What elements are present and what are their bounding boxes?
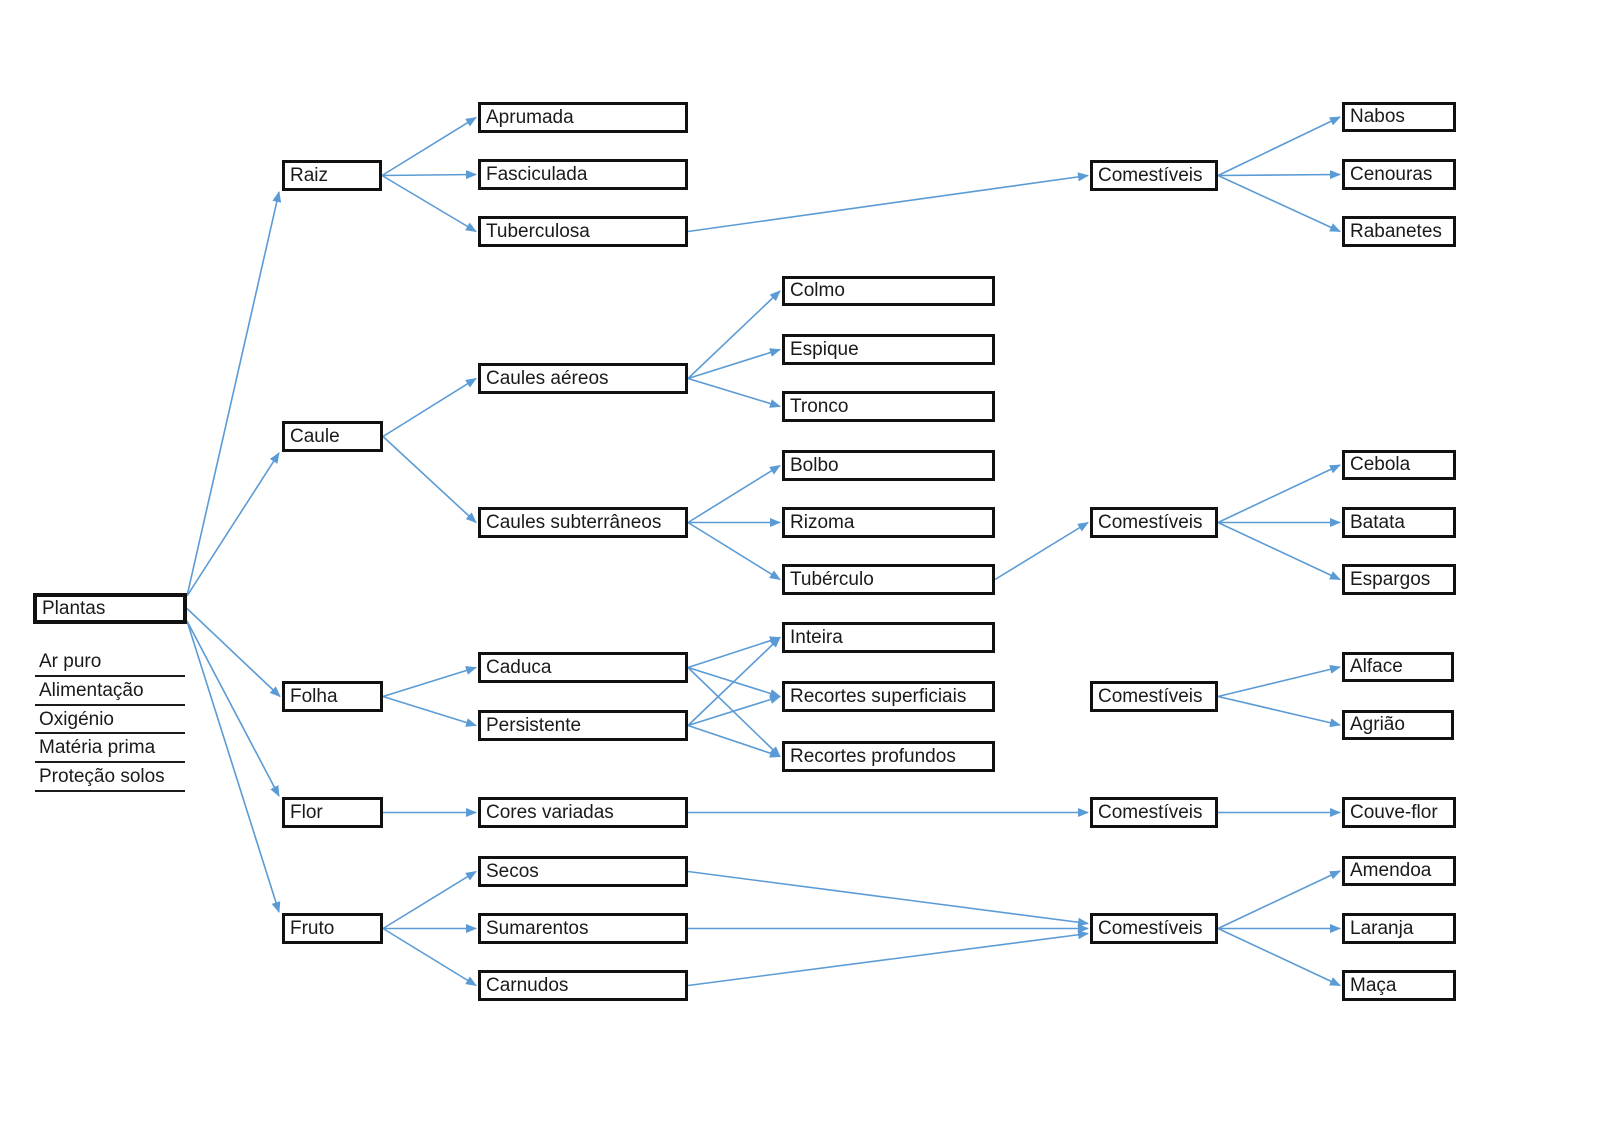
node-laranja: Laranja (1342, 913, 1456, 944)
node-amendoa: Amendoa (1342, 856, 1456, 886)
node-rizoma: Rizoma (782, 507, 995, 538)
node-comestiveis1: Comestíveis (1090, 160, 1218, 191)
node-rec_superficiais: Recortes superficiais (782, 681, 995, 712)
benefit-item: Alimentação (35, 677, 185, 706)
benefit-item: Matéria prima (35, 734, 185, 764)
edge-tuberculo-comestiveis2 (994, 521, 1089, 581)
node-tronco: Tronco (782, 391, 995, 422)
node-sumarentos: Sumarentos (478, 913, 688, 944)
edge-comestiveis1-rabanetes (1217, 174, 1341, 233)
node-bolbo: Bolbo (782, 450, 995, 481)
edge-fruto-secos (382, 870, 477, 930)
edge-comestiveis2-cebola (1217, 464, 1341, 524)
edge-caules_aereos-tronco (687, 377, 781, 408)
node-cenouras: Cenouras (1342, 159, 1456, 190)
edge-comestiveis2-espargos (1217, 521, 1341, 581)
edge-plantas-raiz (186, 191, 282, 597)
edge-comestiveis3-agriao (1217, 695, 1341, 728)
edge-plantas-caule (186, 452, 280, 597)
node-comestiveis3: Comestíveis (1090, 681, 1218, 712)
edge-caduca-inteira (687, 636, 781, 669)
node-agriao: Agrião (1342, 710, 1454, 740)
edge-caduca-rec_profundos (687, 666, 781, 758)
node-carnudos: Carnudos (478, 970, 688, 1001)
edge-persistente-rec_profundos (687, 724, 781, 758)
node-colmo: Colmo (782, 276, 995, 306)
edge-comestiveis1-nabos (1217, 116, 1341, 177)
edge-persistente-inteira (687, 636, 781, 727)
edge-raiz-tuberculosa (381, 174, 477, 233)
node-batata: Batata (1342, 507, 1456, 538)
edge-folha-persistente (382, 695, 477, 727)
edge-raiz-fasciculada (381, 170, 477, 180)
node-tuberculosa: Tuberculosa (478, 216, 688, 247)
node-cebola: Cebola (1342, 450, 1456, 480)
node-caule: Caule (282, 421, 383, 452)
edge-plantas-folha (186, 607, 281, 698)
edge-caules_aereos-colmo (687, 290, 781, 380)
node-raiz: Raiz (282, 160, 382, 191)
node-persistente: Persistente (478, 710, 688, 741)
node-espique: Espique (782, 334, 995, 365)
edge-tuberculosa-comestiveis1 (687, 172, 1089, 233)
edge-comestiveis5-maca (1217, 927, 1341, 987)
node-comestiveis2: Comestíveis (1090, 507, 1218, 538)
edge-fruto-carnudos (382, 927, 477, 987)
edge-folha-caduca (382, 666, 477, 698)
edge-plantas-flor (186, 620, 280, 797)
benefit-item: Oxigénio (35, 706, 185, 735)
node-nabos: Nabos (1342, 102, 1456, 132)
edge-secos-comestiveis5 (687, 870, 1089, 927)
node-tuberculo: Tubérculo (782, 564, 995, 595)
node-caduca: Caduca (478, 652, 688, 683)
node-comestiveis4: Comestíveis (1090, 797, 1218, 828)
edge-persistente-rec_superficiais (687, 695, 781, 727)
benefit-item: Proteção solos (35, 763, 185, 792)
node-comestiveis5: Comestíveis (1090, 913, 1218, 944)
node-rec_profundos: Recortes profundos (782, 741, 995, 772)
edge-caules_subterraneos-tuberculo (687, 521, 781, 581)
node-caules_subterraneos: Caules subterrâneos (478, 507, 688, 538)
node-caules_aereos: Caules aéreos (478, 363, 688, 394)
edge-comestiveis1-cenouras (1217, 170, 1341, 180)
benefit-item: Ar puro (35, 648, 185, 677)
edge-raiz-aprumada (381, 116, 477, 177)
edge-comestiveis3-alface (1217, 664, 1341, 698)
node-maca: Maça (1342, 970, 1456, 1001)
node-fruto: Fruto (282, 913, 383, 944)
node-cores_variadas: Cores variadas (478, 797, 688, 828)
edge-plantas-fruto (186, 620, 281, 913)
edge-comestiveis5-amendoa (1217, 870, 1341, 930)
node-plantas: Plantas (33, 593, 187, 624)
node-inteira: Inteira (782, 622, 995, 653)
node-secos: Secos (478, 856, 688, 887)
node-folha: Folha (282, 681, 383, 712)
edge-caule-caules_aereos (382, 377, 477, 438)
node-alface: Alface (1342, 652, 1454, 682)
node-fasciculada: Fasciculada (478, 159, 688, 190)
edge-carnudos-comestiveis5 (687, 930, 1089, 987)
node-espargos: Espargos (1342, 564, 1456, 595)
edge-caule-caules_subterraneos (382, 435, 477, 524)
node-couve_flor: Couve-flor (1342, 797, 1456, 828)
node-flor: Flor (282, 797, 383, 828)
edge-caules_subterraneos-bolbo (687, 464, 781, 524)
node-aprumada: Aprumada (478, 102, 688, 133)
node-rabanetes: Rabanetes (1342, 216, 1456, 247)
edge-caules_aereos-espique (687, 348, 781, 380)
